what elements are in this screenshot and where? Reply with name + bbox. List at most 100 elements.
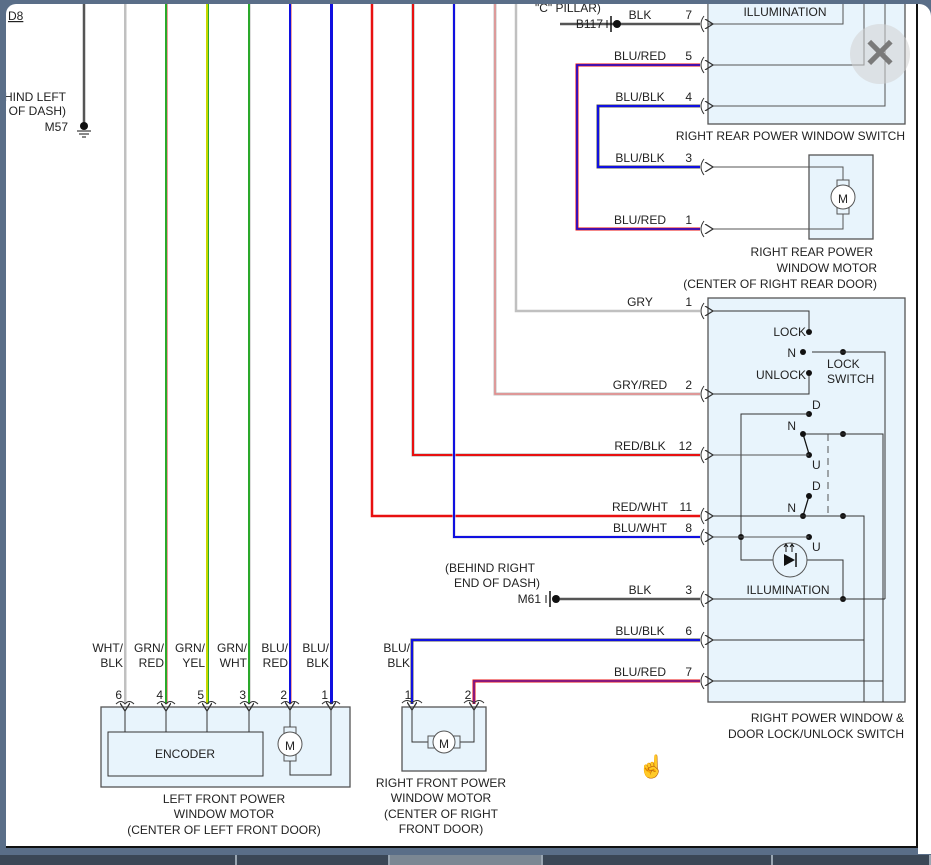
close-button[interactable]: ✕ [850, 24, 910, 84]
pin-number: 7 [685, 665, 692, 679]
svg-text:LOCK: LOCK [773, 325, 806, 339]
wire-red-wht [370, 4, 700, 518]
svg-text:BLK: BLK [306, 656, 329, 670]
svg-text:RED: RED [263, 656, 289, 670]
svg-text:ILLUMINATION: ILLUMINATION [746, 583, 829, 597]
svg-text:M: M [838, 192, 848, 206]
svg-text:B117: B117 [576, 17, 603, 31]
svg-text:WINDOW MOTOR: WINDOW MOTOR [777, 261, 878, 275]
svg-text:BLU/: BLU/ [383, 641, 410, 655]
motor-icon [830, 184, 856, 210]
wire-gry-red [493, 4, 700, 396]
wire-label: BLU/RED [614, 213, 666, 227]
pin-number: 6 [115, 688, 122, 702]
svg-text:FRONT DOOR): FRONT DOOR) [399, 822, 483, 836]
svg-text:RED: RED [139, 656, 165, 670]
wire-label: BLU/BLK [615, 90, 664, 104]
pin-number: 3 [685, 583, 692, 597]
ground-b117: "C" PILLAR) B117 [535, 4, 621, 32]
ground-m61: (BEHIND RIGHT END OF DASH) M61 [445, 561, 560, 607]
main-switch-box [707, 297, 906, 703]
pin-number: 3 [685, 151, 692, 165]
main-switch-title: RIGHT POWER WINDOW & [751, 711, 904, 725]
wire-label: BLK [629, 8, 652, 22]
wire-label: BLU/RED [614, 49, 666, 63]
tab[interactable] [772, 855, 931, 865]
wire-label: GRN/ [217, 641, 248, 655]
wire-label: BLK [629, 583, 652, 597]
wire-blu-red-rf [472, 679, 700, 704]
svg-text:LOCK: LOCK [827, 357, 860, 371]
svg-text:HIND LEFT: HIND LEFT [6, 90, 67, 104]
svg-text:M61: M61 [518, 592, 542, 606]
svg-text:U: U [812, 540, 821, 554]
svg-text:M: M [285, 739, 295, 753]
rr-switch-title: RIGHT REAR POWER WINDOW SWITCH [676, 129, 905, 143]
pin-number: 12 [679, 439, 693, 453]
tab[interactable] [237, 855, 390, 865]
wire-label: BLU/ [302, 641, 329, 655]
pin-number: 2 [280, 688, 287, 702]
pin-number: 6 [685, 624, 692, 638]
wire-label: GRN/ [134, 641, 165, 655]
wire-label: GRN/ [175, 641, 206, 655]
tab[interactable] [543, 855, 773, 865]
svg-text:WINDOW MOTOR: WINDOW MOTOR [391, 791, 492, 805]
svg-text:D: D [812, 479, 821, 493]
svg-text:UNLOCK: UNLOCK [756, 368, 806, 382]
pin-number: 1 [321, 688, 328, 702]
svg-text:SWITCH: SWITCH [827, 372, 874, 386]
right-panel [918, 4, 931, 854]
svg-text:END OF DASH): END OF DASH) [454, 576, 540, 590]
motor-icon [432, 730, 456, 754]
pin-number: 3 [239, 688, 246, 702]
wire-label: BLU/ [261, 641, 288, 655]
wiring-diagram: D8 HIND LEFT OF DASH) M57 WHT/BLKGRN/RED… [6, 4, 906, 837]
rf-motor-title: RIGHT FRONT POWER [376, 776, 507, 790]
ref-label: D8 [8, 9, 24, 23]
svg-text:(CENTER OF RIGHT REAR DOOR): (CENTER OF RIGHT REAR DOOR) [683, 277, 877, 291]
svg-text:M: M [439, 737, 449, 751]
wire-label: GRY/RED [613, 378, 668, 392]
svg-text:ENCODER: ENCODER [155, 747, 215, 761]
svg-text:WINDOW MOTOR: WINDOW MOTOR [174, 807, 275, 821]
motor-icon [277, 731, 303, 757]
wire-label: RED/BLK [614, 439, 665, 453]
svg-text:N: N [787, 419, 796, 433]
svg-text:DOOR LOCK/UNLOCK SWITCH: DOOR LOCK/UNLOCK SWITCH [728, 727, 904, 741]
wire-gry [514, 4, 700, 313]
svg-text:BLK: BLK [100, 656, 123, 670]
rr-illumination-label: ILLUMINATION [743, 5, 826, 19]
svg-text:YEL: YEL [182, 656, 205, 670]
pin-number: 1 [685, 295, 692, 309]
left-front-motor-wires: WHT/BLKGRN/REDGRN/YELGRN/WHTBLU/REDBLU/B… [92, 4, 333, 704]
pin-number: 8 [685, 521, 692, 535]
close-icon: ✕ [863, 32, 897, 76]
svg-text:BLK: BLK [387, 656, 410, 670]
pin-number: 2 [685, 378, 692, 392]
svg-text:N: N [787, 346, 796, 360]
svg-text:OF DASH): OF DASH) [9, 104, 66, 118]
wire-label: RED/WHT [612, 500, 669, 514]
svg-text:M57: M57 [45, 120, 69, 134]
wire-label: BLU/RED [614, 665, 666, 679]
pin-number: 4 [685, 90, 692, 104]
wire-label: GRY [627, 295, 653, 309]
pin-number: 4 [156, 688, 163, 702]
wire-label: WHT/ [92, 641, 123, 655]
encoder-box [107, 731, 264, 777]
pin-number: 7 [685, 8, 692, 22]
ground-icon [552, 595, 560, 603]
pin-number: 5 [685, 49, 692, 63]
tab[interactable] [0, 855, 238, 865]
svg-text:1: 1 [405, 688, 412, 702]
svg-text:D: D [812, 398, 821, 412]
ground-icon [613, 20, 621, 28]
wire-label: BLU/BLK [615, 624, 664, 638]
tab-active[interactable] [389, 855, 544, 865]
wire-label: BLU/WHT [613, 521, 668, 535]
svg-text:"C" PILLAR): "C" PILLAR) [535, 4, 601, 15]
ground-m57: HIND LEFT OF DASH) M57 [6, 90, 91, 138]
svg-text:U: U [812, 458, 821, 472]
